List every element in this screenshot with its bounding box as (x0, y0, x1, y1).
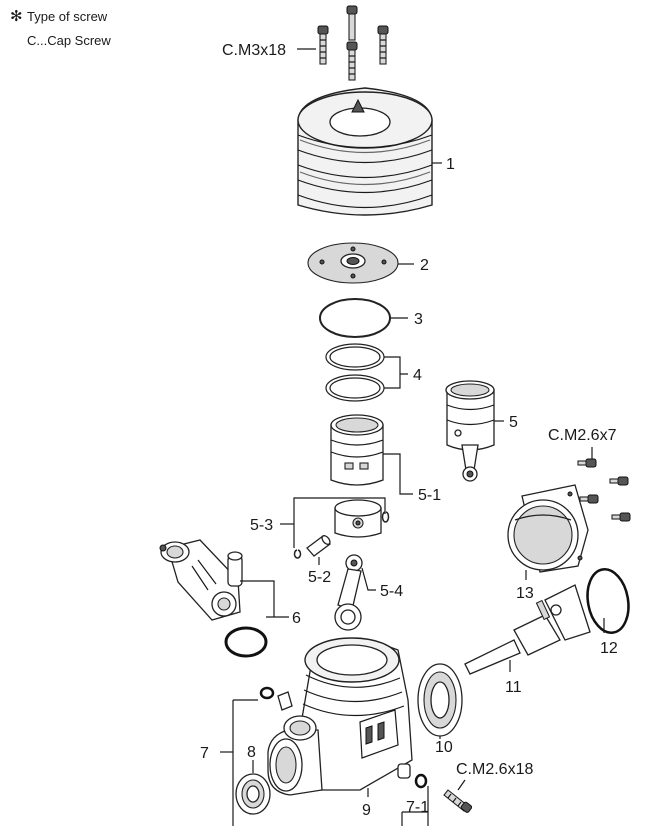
piston (334, 499, 382, 538)
bottom-cap-screw: C.M2.6x18 (443, 761, 533, 813)
part-5-3-circlips: 5-3 (250, 497, 390, 559)
part-label-5-1: 5-1 (418, 487, 441, 504)
note-title: Type of screw (27, 9, 108, 24)
part-3-gasket: 3 (319, 298, 423, 338)
part-9-crankcase: 9 (267, 637, 413, 819)
part-12-cover-gasket: 12 (586, 568, 630, 657)
cover-screw-2 (609, 476, 629, 486)
part-2-head-button: 2 (307, 242, 429, 284)
cover-screw-1 (577, 458, 597, 468)
part-label-9: 9 (362, 802, 371, 819)
part-8-bearing: 8 (235, 744, 271, 815)
part-11-crankshaft: 11 (464, 584, 591, 696)
cap-screw-1 (317, 25, 329, 65)
note-asterisk: ✻ (10, 8, 23, 25)
part-4-shims: 4 (325, 343, 422, 402)
part-label-3: 3 (414, 311, 423, 328)
part-label-8: 8 (247, 744, 256, 761)
part-13-crankcase-cover: 13 (507, 484, 589, 602)
cap-screw-4 (377, 25, 389, 65)
part-10-bearing: 10 (417, 663, 463, 756)
part-label-13: 13 (516, 585, 534, 602)
cap-screw-3 (346, 41, 358, 81)
screw-type-note: ✻ Type of screw C...Cap Screw (10, 8, 111, 48)
part-label-7-1: 7-1 (406, 799, 429, 816)
part-5-piston-liner-assembly: 5 (445, 380, 518, 482)
part-5-4-connecting-rod: 5-4 (334, 554, 403, 631)
part-1-cylinder-head: 1 (297, 87, 455, 216)
part-label-10: 10 (435, 739, 453, 756)
part-label-2: 2 (420, 257, 429, 274)
cover-screw-4 (611, 512, 631, 522)
part-7-fittings: 7 7-1 (200, 686, 429, 826)
part-label-12: 12 (600, 640, 618, 657)
cap-screw-2 (346, 5, 358, 41)
top-cap-screws: C.M3x18 (222, 5, 389, 81)
part-5-2-piston-pin: 5-2 (306, 535, 331, 586)
cover-screw-3 (579, 494, 599, 504)
part-label-5: 5 (509, 414, 518, 431)
part-label-11: 11 (505, 679, 522, 696)
part-label-5-2: 5-2 (308, 569, 331, 586)
note-cap-screw: C...Cap Screw (27, 33, 111, 48)
part-label-5-4: 5-4 (380, 583, 403, 600)
part-label-5-3: 5-3 (250, 517, 273, 534)
part-label-7: 7 (200, 745, 209, 762)
part-label-6: 6 (292, 610, 301, 627)
part-5-1-cylinder-liner: 5-1 (330, 414, 441, 504)
part-label-4: 4 (413, 367, 422, 384)
screw-label-top: C.M3x18 (222, 42, 286, 59)
screw-label-cover: C.M2.6x7 (548, 427, 617, 444)
screw-label-bottom: C.M2.6x18 (456, 761, 533, 778)
cover-cap-screws: C.M2.6x7 (548, 427, 631, 522)
part-6-carburetor: 6 (159, 539, 301, 658)
part-label-1: 1 (446, 156, 455, 173)
